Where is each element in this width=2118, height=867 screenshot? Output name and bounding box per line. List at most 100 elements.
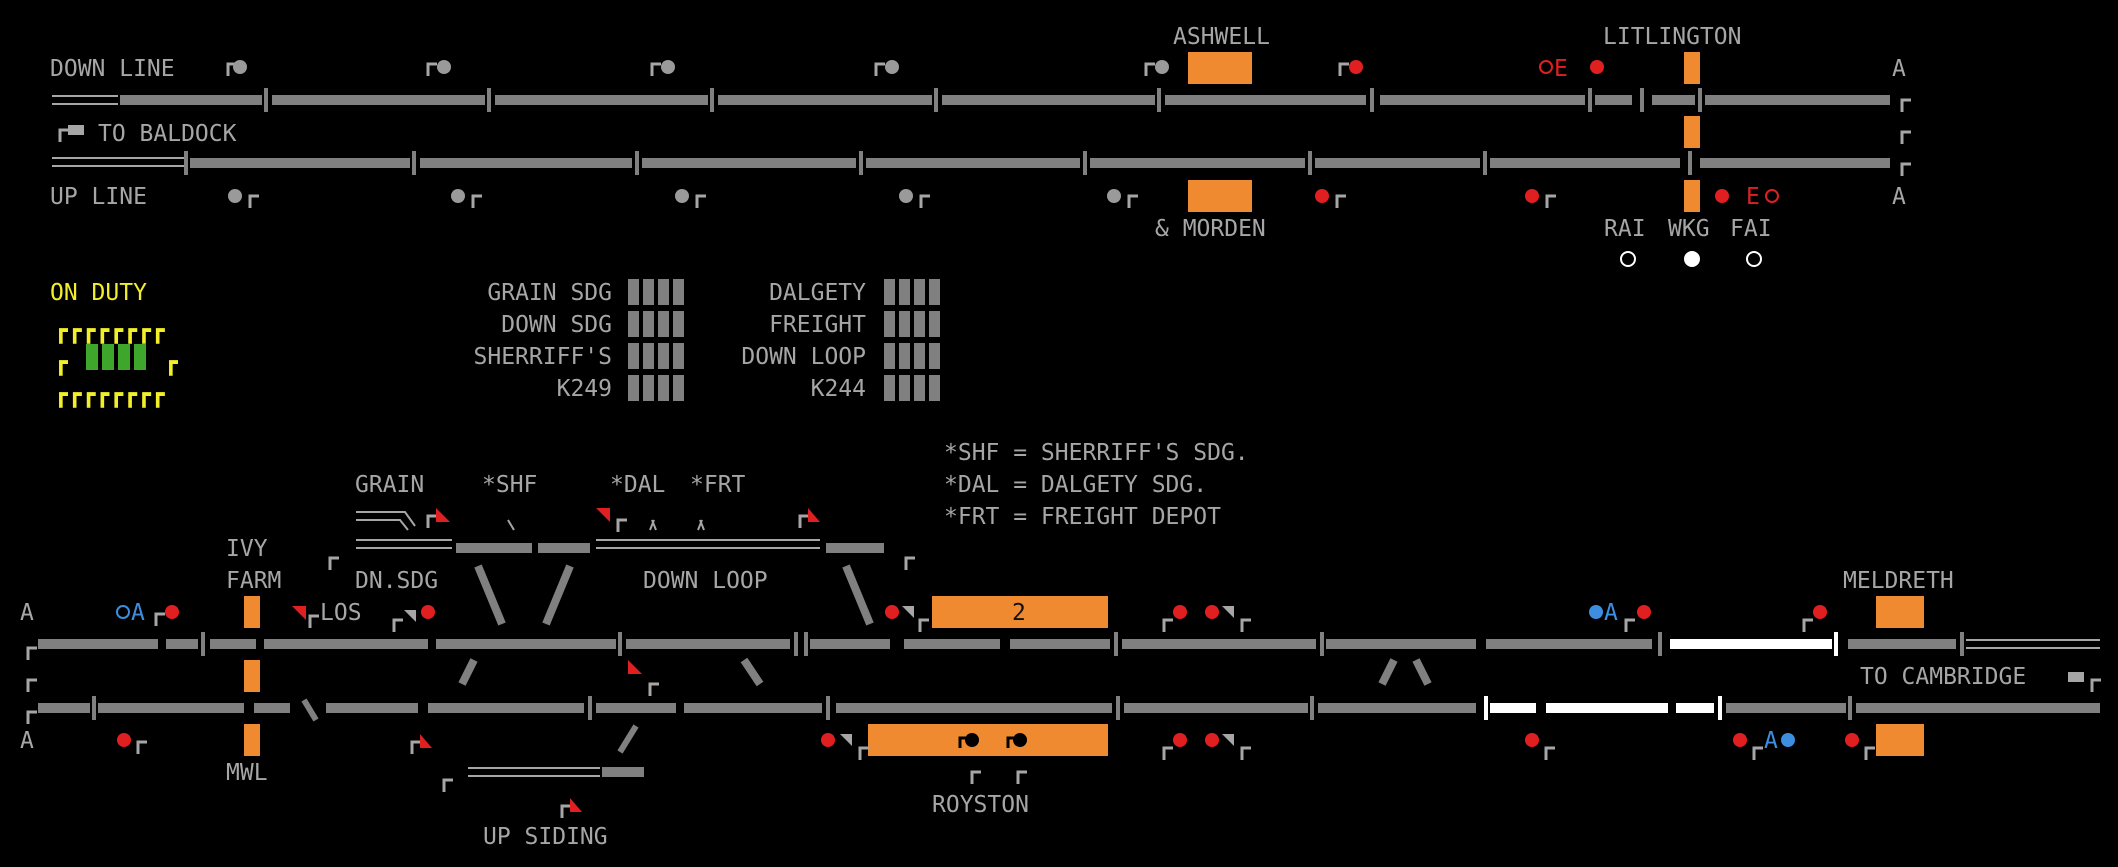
down-approach-line	[52, 95, 118, 105]
up-siding-thin	[468, 767, 600, 777]
up-signal-7[interactable]	[1525, 189, 1558, 210]
legend-line-2: *DAL = DALGETY SDG.	[944, 472, 1207, 498]
sig-royston-down-2[interactable]	[1162, 605, 1187, 634]
ivy-farm-down-occupied[interactable]	[244, 596, 260, 628]
siding-status-cell	[929, 375, 940, 401]
siding-status-cell	[914, 375, 925, 401]
siding-status-row[interactable]: K249	[557, 375, 684, 402]
siding-status-row[interactable]: DOWN SDG	[501, 311, 684, 338]
meldreth-down-occupied[interactable]	[1876, 596, 1924, 628]
down-signal-3[interactable]	[650, 60, 675, 78]
down-signal-4[interactable]	[874, 60, 899, 78]
up-signal-3[interactable]	[675, 189, 708, 210]
ivy-farm-up-occupied[interactable]	[244, 724, 260, 756]
siding-status-row[interactable]: SHERRIFF'S	[474, 343, 684, 370]
litlington-label: LITLINGTON	[1603, 24, 1741, 50]
royston-up-platform[interactable]	[868, 724, 1108, 756]
indicator-wkg: WKG	[1668, 216, 1710, 267]
sig-up-1[interactable]	[117, 733, 149, 756]
sig-meldreth-up[interactable]	[1845, 733, 1877, 762]
up-crossovers[interactable]	[301, 698, 639, 754]
sig-up-2[interactable]	[1525, 733, 1557, 762]
siding-status-label: DOWN LOOP	[741, 344, 866, 370]
lower-down-track[interactable]	[38, 632, 2100, 656]
siding-status-label: SHERRIFF'S	[474, 344, 612, 370]
siding-status-cell	[914, 311, 925, 337]
ivy-label: IVY	[226, 536, 268, 562]
siding-status-row[interactable]: DALGETY	[769, 279, 940, 306]
royston-shunt-signals[interactable]	[958, 733, 1029, 786]
siding-status-cell	[643, 311, 654, 337]
lower-panel: GRAIN *SHF *DAL *FRT IVY FARM DN.SDG DOW…	[20, 472, 2103, 850]
sig-royston-down-1[interactable]	[885, 605, 931, 634]
lower-up-track[interactable]	[38, 696, 2100, 720]
sig-meldreth-down[interactable]	[1802, 605, 1827, 634]
sig-meldreth-a[interactable]: A	[1589, 600, 1651, 634]
siding-status-cell	[899, 279, 910, 305]
ashwell-down-platform-occupied[interactable]	[1188, 52, 1252, 84]
down-signal-e[interactable]: E	[1539, 56, 1604, 82]
down-signal-2[interactable]	[426, 60, 451, 78]
sig-frt-shunt[interactable]	[798, 508, 820, 530]
royston-down-platform[interactable]: 2	[932, 596, 1108, 628]
down-end-post	[1900, 98, 1913, 114]
litlington-crossing-up-occupied[interactable]	[1684, 180, 1700, 212]
grain-label: GRAIN	[355, 472, 424, 498]
cambridge-shunt-signal[interactable]	[2068, 672, 2103, 694]
sig-loop-end	[904, 556, 917, 572]
siding-status-row[interactable]: K244	[811, 375, 940, 402]
up-signal-4[interactable]	[899, 189, 932, 210]
lower-end-a-bottom: A	[20, 728, 34, 754]
siding-status-cell	[658, 311, 669, 337]
litlington-crossing-mid-occupied[interactable]	[1684, 116, 1700, 148]
sig-dal-shunt[interactable]	[596, 508, 629, 534]
end-a-bottom-label: A	[1892, 184, 1906, 210]
up-signal-2[interactable]	[451, 189, 484, 210]
down-line-track[interactable]	[120, 88, 1890, 112]
siding-status-cell	[643, 343, 654, 369]
siding-status-cell	[628, 311, 639, 337]
sig-royston-down-3[interactable]	[1205, 605, 1253, 634]
train-description: 2	[1012, 600, 1026, 626]
up-signal-6[interactable]	[1315, 189, 1348, 210]
siding-status-row[interactable]: GRAIN SDG	[487, 279, 684, 306]
grain-siding-stub	[356, 511, 416, 531]
to-cambridge-label: TO CAMBRIDGE	[1860, 664, 2026, 690]
sig-up-siding-post	[442, 778, 455, 794]
siding-status-cell	[658, 279, 669, 305]
up-signal-5[interactable]	[1107, 189, 1140, 210]
sig-loop-cross[interactable]	[628, 660, 661, 698]
dn-sdg-thin	[356, 539, 452, 549]
sig-royston-up-1[interactable]	[821, 733, 871, 762]
down-line-label: DOWN LINE	[50, 56, 175, 82]
sig-royston-up-3[interactable]	[1205, 733, 1253, 762]
sig-los[interactable]	[292, 606, 321, 630]
up-signal-1[interactable]	[228, 189, 261, 210]
siding-status-row[interactable]: FREIGHT	[769, 311, 940, 338]
on-duty-label: ON DUTY	[50, 280, 147, 306]
sig-up-siding[interactable]	[410, 734, 432, 756]
up-signal-e[interactable]: E	[1715, 184, 1779, 210]
siding-connections[interactable]	[474, 564, 874, 626]
ashwell-up-platform-occupied[interactable]	[1188, 180, 1252, 212]
sig-up-siding-exit[interactable]	[560, 798, 582, 820]
down-signal-5[interactable]	[1144, 60, 1169, 78]
sig-meldreth-up-a[interactable]: A	[1733, 728, 1795, 762]
up-line-label: UP LINE	[50, 184, 147, 210]
sig-dnsdg-shunt[interactable]	[392, 605, 435, 634]
litlington-crossing-down-occupied[interactable]	[1684, 52, 1700, 84]
up-line-track[interactable]	[184, 151, 1890, 175]
down-signal-1[interactable]	[226, 60, 247, 78]
sig-grain-shunt[interactable]	[426, 508, 450, 530]
crossovers[interactable]	[458, 657, 1432, 687]
indicator-lamp	[1684, 251, 1700, 267]
sig-royston-up-2[interactable]	[1162, 733, 1187, 762]
baldock-shunt-signal[interactable]	[58, 125, 84, 144]
ivy-farm-mid-occupied[interactable]	[244, 660, 260, 692]
sig-ivy-a[interactable]: A	[116, 600, 179, 628]
indicator-label: RAI	[1604, 216, 1646, 242]
down-signal-6[interactable]	[1338, 60, 1363, 78]
meldreth-up-occupied[interactable]	[1876, 724, 1924, 756]
siding-status-row[interactable]: DOWN LOOP	[741, 343, 940, 370]
lower-end-post-up	[26, 710, 39, 726]
